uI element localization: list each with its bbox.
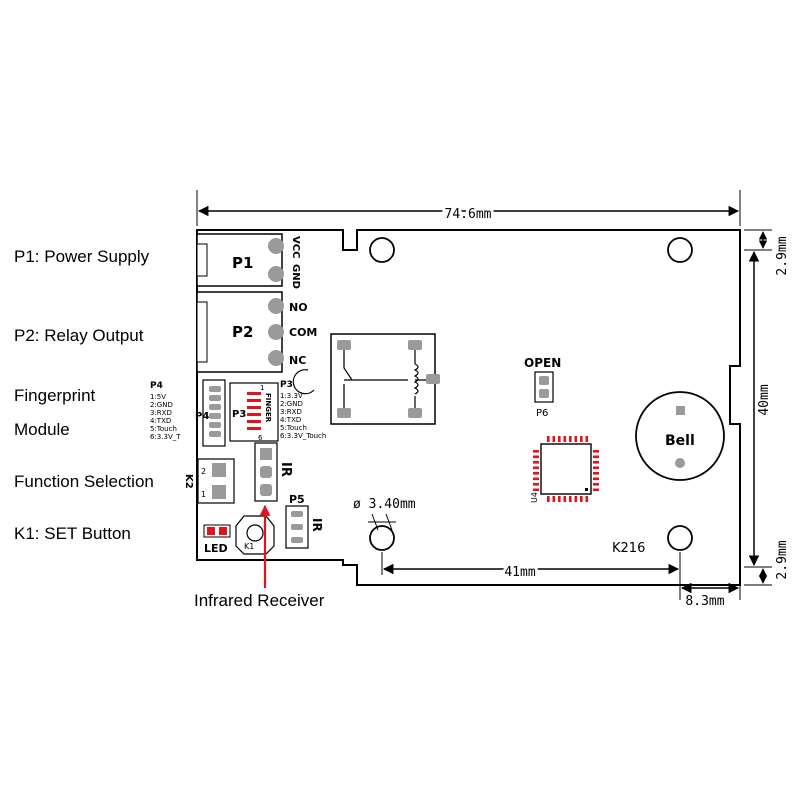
ir-header-label: IR <box>278 462 293 477</box>
p4-pin-6: 6:3.3V_T <box>150 433 181 441</box>
mounting-hole-top-left <box>369 237 395 263</box>
pin-vcc: VCC <box>290 236 301 258</box>
p3-pin-5: 5:Touch <box>280 424 307 432</box>
u4-pin <box>569 436 572 442</box>
p5-ir-label: IR <box>310 518 324 532</box>
mounting-hole-top-right <box>667 237 693 263</box>
label-power-supply: P1: Power Supply <box>14 247 150 266</box>
u4-pin <box>533 483 539 486</box>
u4-pin <box>580 496 583 502</box>
label-function-selection: Function Selection <box>14 472 154 491</box>
p3-label: P3 <box>232 409 246 420</box>
u4-pin <box>558 496 561 502</box>
u4-pin <box>593 450 599 453</box>
p3-pin-2: 2:GND <box>280 400 303 408</box>
p4-pin-1: 1:5V <box>150 393 166 401</box>
u4-pin <box>533 466 539 470</box>
u4-label: U4 <box>530 492 539 503</box>
u4-pin <box>585 496 589 502</box>
p3-pin1-mark: 1 <box>260 384 264 392</box>
dim-height: 40mm <box>757 384 772 415</box>
label-fingerprint: Fingerprint <box>14 386 96 405</box>
p1-connector <box>196 233 283 287</box>
dim-hole-spacing: 41mm <box>504 565 535 580</box>
p5-label: P5 <box>289 493 305 506</box>
u4-pin <box>593 483 599 486</box>
p4-pin-4: 4:TXD <box>150 417 171 425</box>
u4-pin <box>533 477 539 481</box>
k2-pin1: 1 <box>201 490 206 499</box>
u4-pin <box>558 436 561 442</box>
u4-pin <box>552 436 556 442</box>
mounting-hole-bottom-right <box>667 525 693 551</box>
p3-pin-4: 4:TXD <box>280 416 301 424</box>
u4-pin <box>585 436 589 442</box>
dim-width: 74.6mm <box>445 207 492 222</box>
p4-label: P4 <box>195 411 209 422</box>
u4-pin <box>574 436 578 442</box>
p4-title: P4 <box>150 381 163 391</box>
u4-pin <box>593 466 599 470</box>
p6-label: P6 <box>536 408 548 419</box>
pin-gnd: GND <box>290 264 301 289</box>
k2-label: K2 <box>183 474 194 489</box>
p3-pin-6: 6:3.3V_Touch <box>280 432 326 440</box>
p3-pin6-mark: 6 <box>258 434 263 442</box>
k2-pin2: 2 <box>201 467 206 476</box>
open-label: OPEN <box>524 356 561 370</box>
u4-pin <box>593 472 599 475</box>
u4-pin <box>533 488 539 492</box>
board-outline <box>196 229 741 586</box>
dim-top-margin: 2.9mm <box>775 236 790 275</box>
pin-no: NO <box>289 301 308 314</box>
u4-pin <box>593 461 599 464</box>
k1-label: K1 <box>244 542 254 551</box>
model-label: K216 <box>612 541 645 556</box>
u4-chip <box>533 436 599 502</box>
label-relay-output: P2: Relay Output <box>14 326 144 345</box>
u4-pin <box>552 496 556 502</box>
u4-pin <box>533 450 539 453</box>
u4-pin <box>533 461 539 464</box>
p1-label: P1 <box>232 254 253 272</box>
u4-pin <box>533 455 539 459</box>
u4-pin <box>547 436 550 442</box>
u4-pin <box>533 472 539 475</box>
u4-pin <box>593 455 599 459</box>
u4-pin <box>569 496 572 502</box>
finger-label: FINGER <box>264 393 272 423</box>
mounting-hole-bottom-left <box>369 525 395 551</box>
led-label: LED <box>204 542 228 555</box>
pin-com: COM <box>289 326 317 339</box>
u4-pin <box>563 496 567 502</box>
p3-pin-1: 1:3.3V <box>280 392 303 400</box>
label-module: Module <box>14 420 70 439</box>
p4-pin-2: 2:GND <box>150 401 173 409</box>
u4-pin <box>574 496 578 502</box>
hole-diameter-label: ø 3.40mm <box>353 497 416 512</box>
bell <box>635 391 725 481</box>
label-infrared-receiver: Infrared Receiver <box>194 591 325 610</box>
p3-pin-3: 3:RXD <box>280 408 302 416</box>
p4-pin-3: 3:RXD <box>150 409 172 417</box>
dim-hole-offset: 8.3mm <box>685 594 724 609</box>
p2-connector <box>196 291 283 373</box>
p4-pin-5: 5:Touch <box>150 425 177 433</box>
pin-nc: NC <box>289 354 306 367</box>
dim-bottom-margin: 2.9mm <box>775 540 790 579</box>
u4-pin <box>563 436 567 442</box>
u4-pin <box>593 477 599 481</box>
label-set-button: K1: SET Button <box>14 524 131 543</box>
u4-pin <box>593 488 599 492</box>
u4-pin <box>547 496 550 502</box>
p3-title: P3 <box>280 380 293 390</box>
p2-label: P2 <box>232 323 253 341</box>
u4-pin <box>580 436 583 442</box>
bell-label: Bell <box>665 433 695 449</box>
